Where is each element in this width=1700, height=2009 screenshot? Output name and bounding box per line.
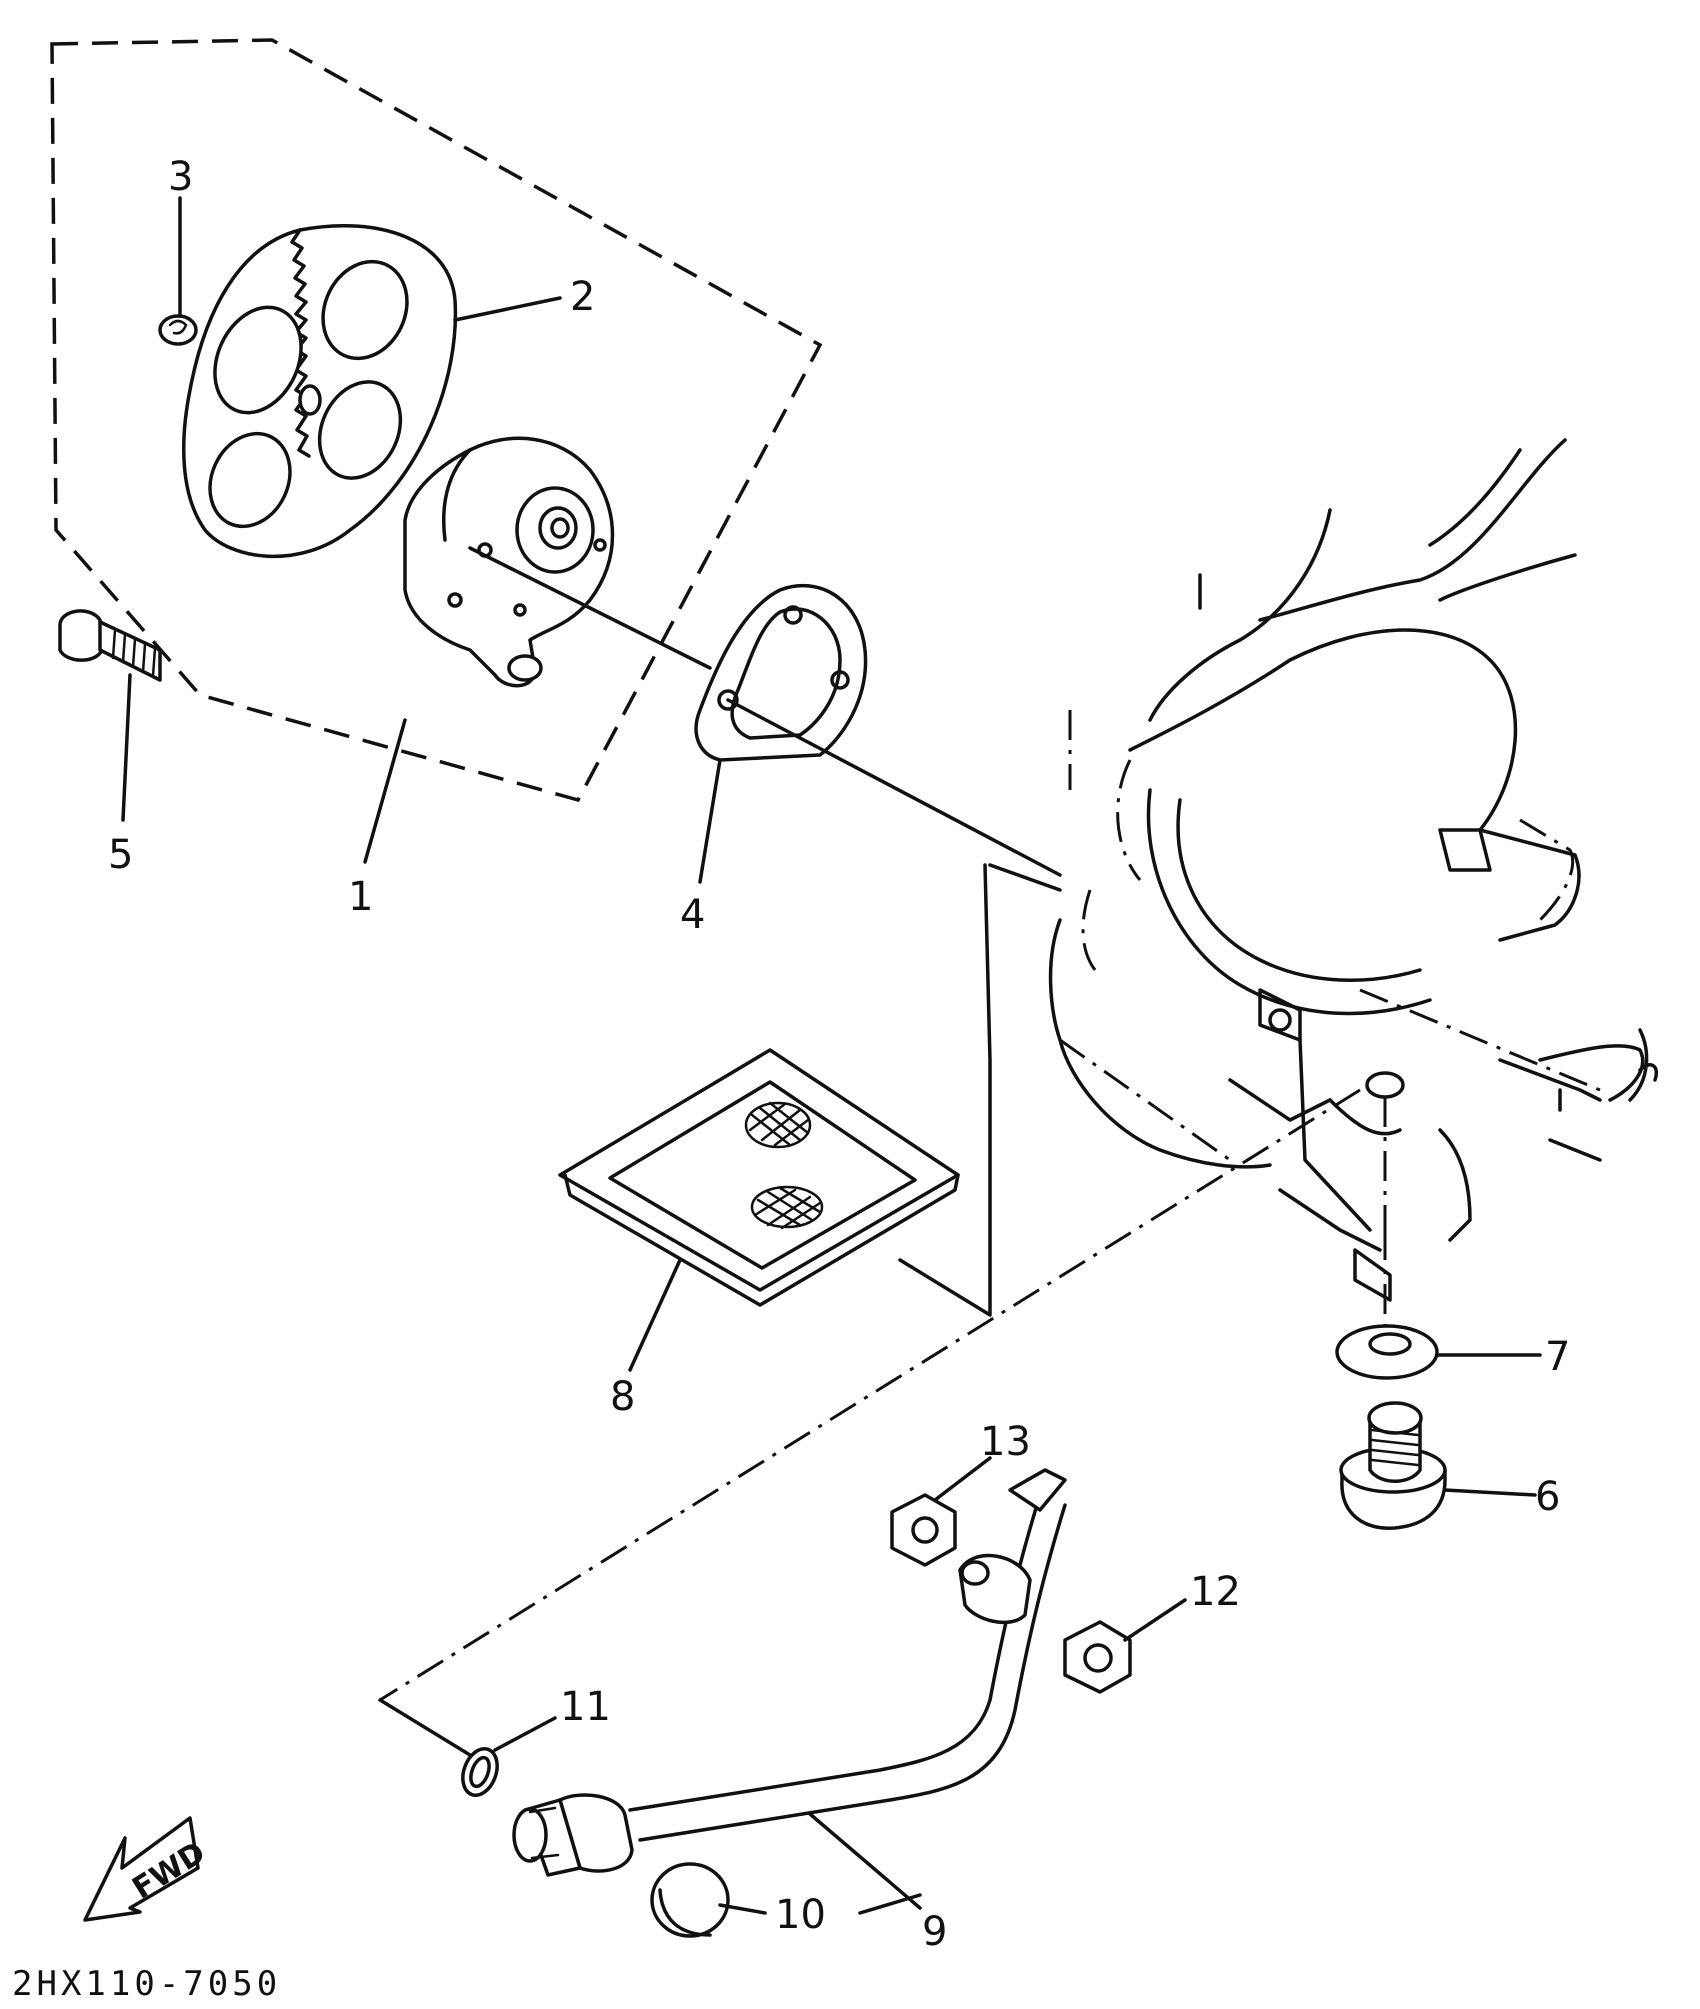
nut-icon bbox=[890, 1493, 957, 1567]
callout-8: 8 bbox=[610, 1374, 635, 1420]
o-ring-icon bbox=[461, 1747, 499, 1797]
callout-10: 10 bbox=[775, 1892, 826, 1938]
oil-pipe-icon bbox=[512, 1468, 1067, 1877]
callout-11: 11 bbox=[560, 1684, 611, 1730]
callout-3: 3 bbox=[168, 154, 193, 200]
callout-7: 7 bbox=[1545, 1334, 1570, 1380]
circlip-icon bbox=[158, 314, 198, 346]
callout-12: 12 bbox=[1190, 1569, 1241, 1615]
callout-1: 1 bbox=[348, 874, 373, 920]
strainer-guide-line bbox=[898, 863, 992, 1317]
callout-5: 5 bbox=[108, 832, 133, 878]
leader-lines bbox=[121, 196, 1542, 1915]
gasket-icon bbox=[694, 584, 868, 762]
callout-2: 2 bbox=[570, 274, 595, 320]
fwd-arrow-icon bbox=[83, 1816, 200, 1922]
assembly-boundary bbox=[50, 38, 823, 803]
callout-9: 9 bbox=[922, 1909, 947, 1955]
center-line-pipe bbox=[379, 1088, 1361, 1702]
center-line-gasket bbox=[726, 698, 1062, 877]
oil-pump-icon bbox=[403, 436, 615, 688]
gear-icon bbox=[182, 224, 458, 558]
bolt-icon bbox=[58, 609, 162, 682]
nut-icon-2 bbox=[1063, 1620, 1132, 1694]
callout-4: 4 bbox=[680, 892, 705, 938]
callout-6: 6 bbox=[1535, 1474, 1560, 1520]
cap-icon bbox=[650, 1862, 730, 1938]
strainer-icon bbox=[558, 1048, 960, 1307]
washer-icon bbox=[1335, 1324, 1439, 1380]
crankcase-icon bbox=[1048, 438, 1658, 1302]
center-line-pump bbox=[468, 546, 712, 670]
callout-13: 13 bbox=[980, 1419, 1031, 1465]
drawing-code: 2HX110-7050 bbox=[12, 1964, 281, 2004]
drain-plug-icon bbox=[1339, 1401, 1447, 1530]
